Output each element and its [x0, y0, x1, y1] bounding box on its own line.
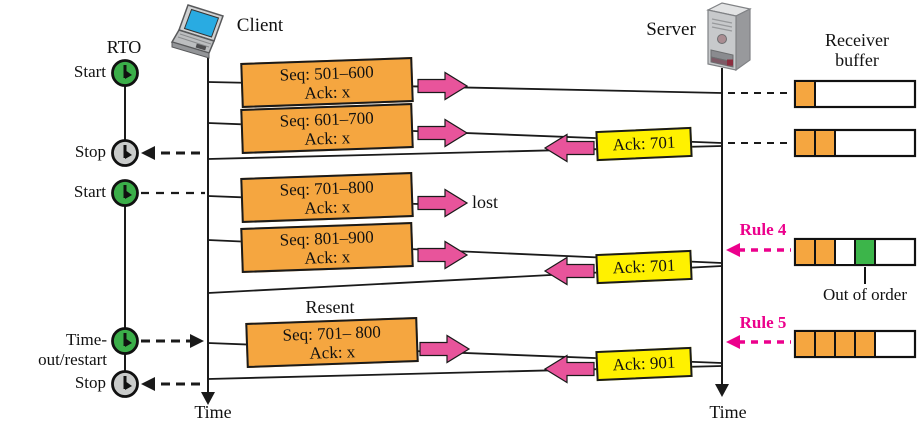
send-arrow-3-lost	[417, 188, 469, 218]
server-timeline	[715, 68, 729, 397]
server-label: Server	[646, 19, 696, 40]
buffer-cell-data	[814, 330, 836, 358]
buffer-cell-data	[854, 330, 876, 358]
segment-3-seq: Seq: 701–800	[279, 176, 374, 200]
ack-arrow-2	[543, 256, 595, 286]
ack-2-label: Ack: 701	[612, 255, 676, 278]
buffer-cell-gap	[834, 238, 856, 266]
buffer-cell-data	[794, 80, 816, 108]
timer-clock-stop-2	[111, 370, 139, 398]
send-arrow-2	[417, 118, 469, 148]
server-timeline-arrowhead	[715, 384, 729, 397]
receiver-buffer-label: Receiver buffer	[825, 30, 889, 70]
buffer-cell-data	[814, 238, 836, 266]
client-time-label: Time	[194, 402, 232, 422]
segment-3-ack: Ack: x	[304, 196, 351, 218]
segment-2-seq: Seq: 601–700	[279, 107, 374, 131]
resent-label: Resent	[305, 297, 355, 317]
timer-connectors	[141, 146, 205, 391]
stop1-arrowhead	[141, 146, 155, 160]
pink-arrows	[417, 71, 595, 384]
timer-clock-timeout	[111, 327, 139, 355]
buffer-cell-data	[834, 330, 856, 358]
ack-arrow-1	[543, 133, 595, 163]
stop2-arrowhead	[141, 377, 155, 391]
receiver-buffers	[793, 79, 917, 359]
out-of-order-label: Out of order	[822, 285, 908, 304]
send-arrow-1	[417, 71, 469, 101]
timer-clocks	[111, 59, 139, 398]
segment-box-3: Seq: 701–800 Ack: x	[240, 172, 414, 223]
buffer-cell-data	[794, 129, 816, 157]
timer-clock-start-1	[111, 59, 139, 87]
buffer-cell-data	[794, 330, 816, 358]
ack-box-2: Ack: 701	[595, 249, 693, 285]
segment-box-5-resent: Seq: 701– 800 Ack: x	[245, 317, 419, 368]
segment-4-seq: Seq: 801–900	[279, 226, 374, 250]
buffer-cell-data	[814, 129, 836, 157]
rule-arrows	[726, 243, 791, 349]
timer-label-timeout: Time-out/restart	[38, 330, 107, 369]
server-tower-icon	[706, 2, 752, 72]
rule5-arrowhead	[726, 335, 740, 349]
segment-4-ack: Ack: x	[304, 246, 351, 268]
segment-5-seq: Seq: 701– 800	[282, 321, 382, 345]
timeout-arrowhead	[190, 334, 204, 348]
rule4-label: Rule 4	[739, 220, 787, 239]
ack-1-label: Ack: 701	[612, 132, 676, 155]
segment-5-ack: Ack: x	[309, 341, 356, 363]
client-laptop-icon	[170, 4, 224, 59]
rule4-arrowhead	[726, 243, 740, 257]
timer-clock-stop-1	[111, 139, 139, 167]
timer-label-start-1: Start	[73, 62, 106, 81]
receiver-buffer-4	[793, 329, 917, 359]
send-arrow-5	[419, 334, 471, 364]
send-arrow-4	[417, 240, 469, 270]
segment-box-4: Seq: 801–900 Ack: x	[240, 222, 414, 273]
receiver-buffer-2	[793, 128, 917, 158]
timer-label-start-2: Start	[73, 182, 106, 201]
timer-label-stop-2: Stop	[74, 373, 106, 392]
ack-3-label: Ack: 901	[612, 352, 676, 375]
segment-box-2: Seq: 601–700 Ack: x	[240, 103, 414, 154]
segment-box-1: Seq: 501–600 Ack: x	[240, 57, 414, 108]
lost-label: lost	[472, 192, 499, 212]
segment-2-ack: Ack: x	[304, 127, 351, 149]
receiver-buffer-1	[793, 79, 917, 109]
segment-1-ack: Ack: x	[304, 81, 351, 103]
server-time-label: Time	[709, 402, 747, 422]
buffer-cell-data	[794, 238, 816, 266]
receiver-buffer-3	[793, 237, 917, 267]
ack-box-3: Ack: 901	[595, 346, 693, 382]
client-timeline	[201, 58, 215, 405]
ack-arrow-3	[543, 354, 595, 384]
ack-box-1: Ack: 701	[595, 126, 693, 162]
client-timeline-arrowhead	[201, 392, 215, 405]
segment-1-seq: Seq: 501–600	[279, 61, 374, 85]
rto-label: RTO	[106, 37, 142, 57]
buffer-cell-out-of-order	[854, 238, 876, 266]
timer-clock-start-2	[111, 179, 139, 207]
buffer-connectors	[728, 92, 790, 144]
client-label: Client	[236, 15, 284, 36]
rule5-label: Rule 5	[739, 313, 787, 332]
timer-label-stop-1: Stop	[74, 142, 106, 161]
